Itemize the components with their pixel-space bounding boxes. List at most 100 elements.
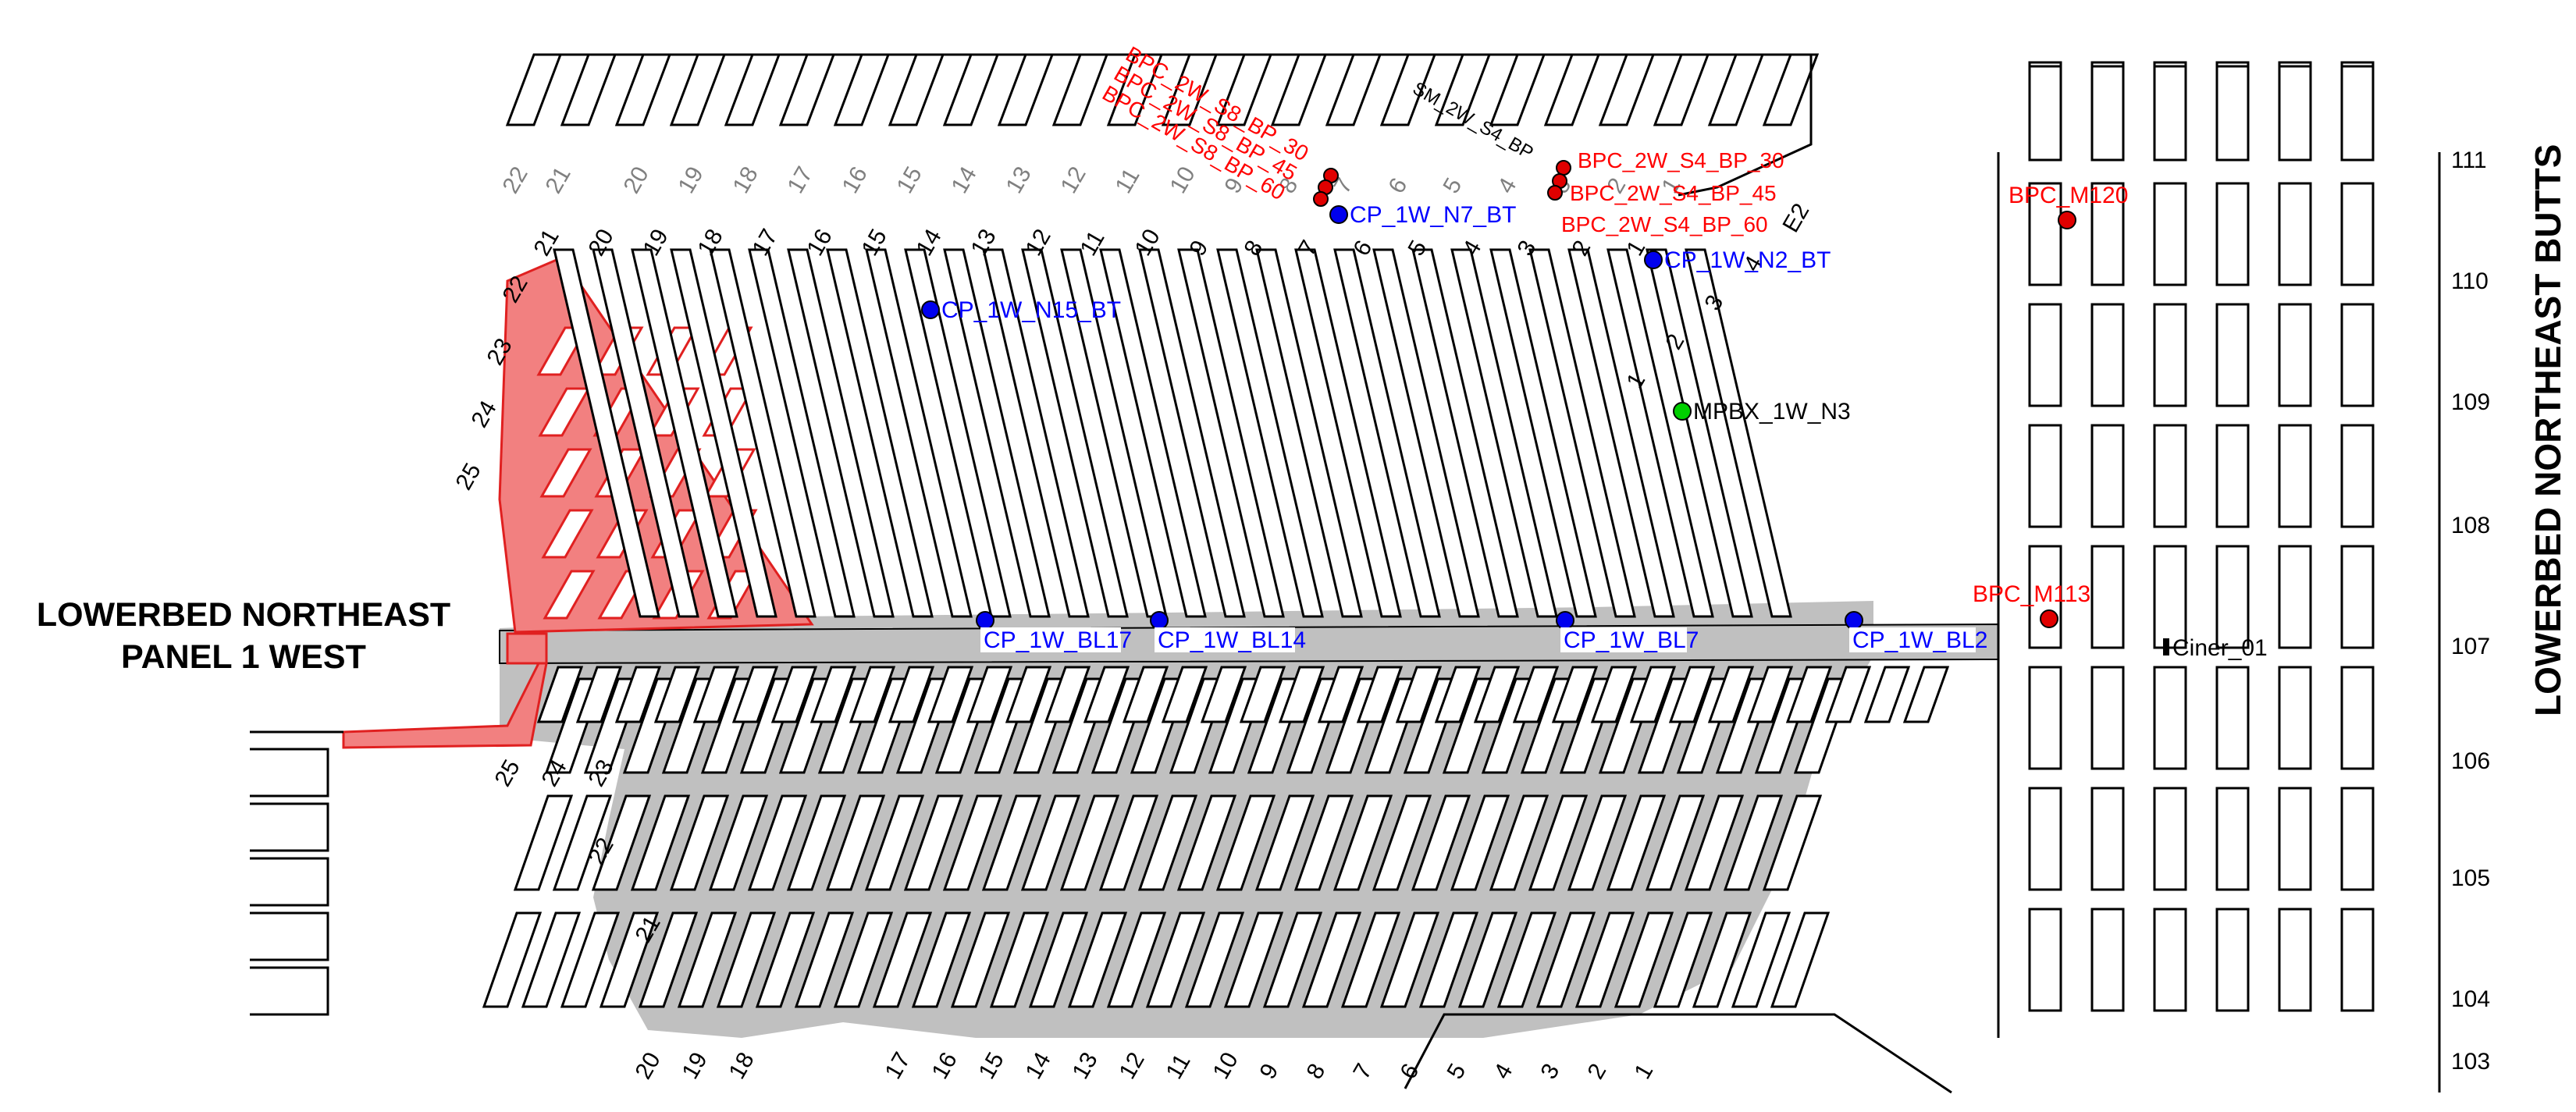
lower-pillar — [552, 794, 613, 891]
crosscut-number-bottom: 8 — [1301, 1060, 1330, 1084]
top-pillar — [560, 53, 617, 126]
entry-pillar — [1785, 666, 1833, 723]
crosscut-number-bottom: 14 — [1020, 1048, 1055, 1083]
butts-pillar — [2278, 908, 2312, 1012]
top-pillar — [888, 53, 945, 126]
bpc-point — [1556, 160, 1571, 176]
butts-pillar — [2278, 182, 2312, 286]
panel-title-line-1: LOWERBED NORTHEAST — [36, 596, 451, 634]
butts-pillar — [2028, 545, 2062, 649]
point-label-bg — [980, 627, 1121, 652]
lower-pillar — [1020, 794, 1081, 891]
mid-pillar — [982, 248, 1090, 618]
bottom-boundary — [1404, 1013, 1952, 1094]
lower-pillar — [1614, 911, 1674, 1008]
mid-pillar — [1255, 248, 1363, 618]
entry-pillar — [731, 666, 779, 723]
entry-pillar — [1395, 666, 1443, 723]
top-pillar — [724, 53, 781, 126]
butts-grid — [1997, 61, 2441, 1092]
lower-pillar — [1215, 794, 1276, 891]
crosscut-number-bottom: 19 — [677, 1048, 712, 1083]
entry-pillar — [770, 666, 818, 723]
entry-pillar — [1707, 666, 1755, 723]
crosscut-number-top: 5 — [1438, 174, 1467, 198]
entry-pillar — [1434, 666, 1482, 723]
row-number: 105 — [2451, 865, 2490, 891]
crosscut-number-red: 25 — [450, 459, 486, 494]
butts-pillar — [2340, 666, 2375, 770]
lower-pillar — [942, 794, 1003, 891]
entry-pillar — [1005, 666, 1052, 723]
lower-pillar — [1223, 911, 1284, 1008]
lower-pillar — [1106, 911, 1167, 1008]
top-pillar — [614, 53, 672, 126]
butts-pillar — [2153, 908, 2187, 1012]
mid-pillar — [1567, 248, 1675, 618]
mid-pillar — [1685, 248, 1792, 618]
entry-pillar — [1239, 666, 1286, 723]
butts-pillar — [2278, 545, 2312, 649]
crosscut-number-bottom: 7 — [1348, 1060, 1377, 1084]
mid-pillar — [1372, 248, 1480, 618]
entry-pillar — [1863, 666, 1911, 723]
crosscut-number-top: 4 — [1493, 174, 1521, 198]
crosscut-number-top: 18 — [728, 162, 763, 197]
butts-pillar — [2090, 666, 2125, 770]
mid-pillar — [1450, 248, 1558, 618]
crosscut-number-gray: 22 — [497, 162, 532, 197]
lower-pillar — [716, 911, 777, 1008]
mid-pillar — [592, 248, 699, 618]
red-panel-pillar — [538, 387, 591, 437]
lower-pillar — [638, 911, 699, 1008]
crosscut-number-top: 6 — [1383, 174, 1412, 198]
blue-point — [1556, 611, 1574, 630]
butts-pillar — [2215, 545, 2250, 649]
butts-pillar — [2278, 424, 2312, 528]
lower-pillar — [1372, 794, 1432, 891]
left-stub — [250, 802, 329, 852]
bpc-label: BPC_2W_S4_BP_45 — [1570, 181, 1777, 205]
lower-pillar — [591, 794, 652, 891]
point-label: CP_1W_N7_BT — [1350, 202, 1516, 228]
mid-pillar — [787, 248, 895, 618]
butts-pillar-top — [2278, 65, 2312, 162]
butts-pillar — [2153, 182, 2187, 286]
butts-pillar — [2090, 545, 2125, 649]
butts-pillar — [2028, 303, 2062, 407]
butts-pillar — [2278, 787, 2312, 891]
left-stub — [250, 966, 329, 1016]
entry-pillar — [1824, 666, 1872, 723]
lower-pillar — [1411, 794, 1471, 891]
row-number: 104 — [2451, 986, 2490, 1012]
top-pillar — [1762, 53, 1820, 126]
row-number: 103 — [2451, 1049, 2490, 1075]
lower-pillar — [989, 911, 1050, 1008]
mid-pillar — [670, 248, 777, 618]
lower-pillar — [1567, 794, 1628, 891]
mid-pillar — [826, 248, 934, 618]
lower-pillar — [747, 794, 808, 891]
entry-pillar — [614, 666, 662, 723]
mid-pillar — [1021, 248, 1129, 618]
mid-pillar — [1294, 248, 1402, 618]
lower-pillar — [903, 794, 964, 891]
point-label: CP_1W_BL2 — [1852, 627, 1987, 653]
row-number: 111 — [2451, 147, 2487, 173]
butts-pillar-top — [2028, 65, 2062, 162]
mid-pillar — [1528, 248, 1636, 618]
butts-pillar — [2215, 182, 2250, 286]
point-label: CP_1W_BL7 — [1564, 627, 1699, 653]
crosscut-number-top: 15 — [891, 162, 927, 197]
mid-pillar — [904, 248, 1012, 618]
lower-pillar — [1340, 911, 1401, 1008]
ciner-marker — [2163, 638, 2169, 655]
lower-pillar — [1301, 911, 1362, 1008]
butts-pillar — [2090, 787, 2125, 891]
bpc-label: BPC_2W_S4_BP_30 — [1578, 148, 1784, 172]
entry-pillar — [966, 666, 1013, 723]
red-panel-link — [506, 632, 548, 665]
butts-title: LOWERBED NORTHEAST BUTTS — [2528, 144, 2568, 716]
red-panel-pillar — [541, 509, 594, 559]
panel-title-line-2: PANEL 1 WEST — [121, 638, 366, 676]
